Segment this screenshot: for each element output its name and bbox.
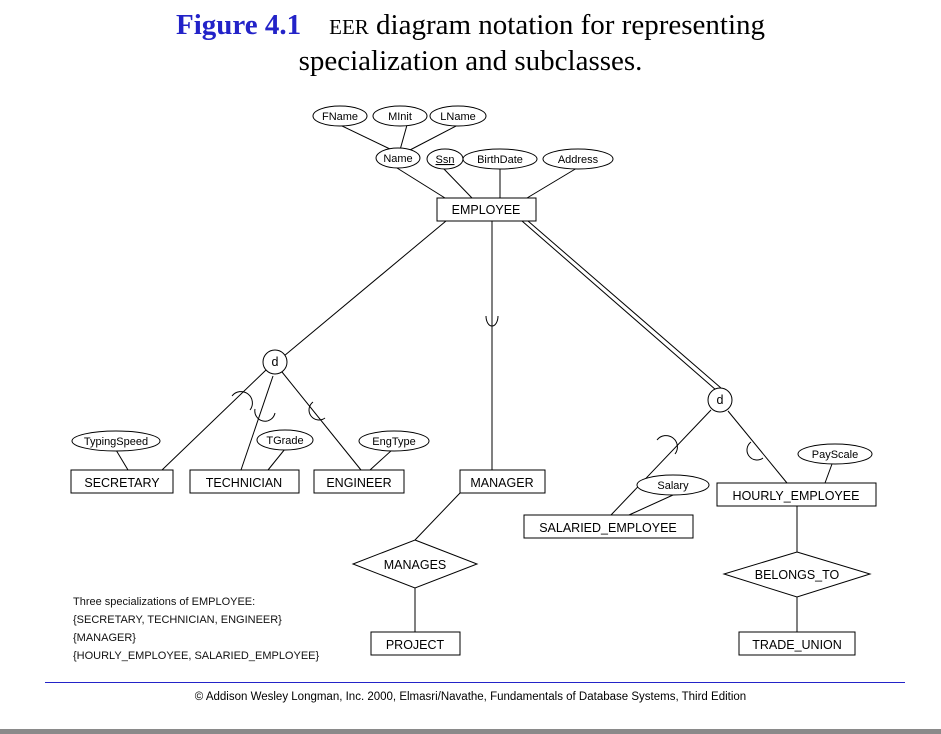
entity-hourly-employee-label: HOURLY_EMPLOYEE (733, 489, 860, 503)
attribute-ssn-label: Ssn (436, 154, 455, 166)
attribute-tgrade (256, 429, 314, 451)
entity-salaried-employee-label: SALARIED_EMPLOYEE (539, 521, 677, 535)
entity-trade-union-box (738, 631, 856, 656)
attribute-tgrade-label: TGrade (266, 435, 303, 447)
entity-hourly-employee-box (716, 482, 877, 507)
title-line-1: Figure 4.1 EER diagram notation for repre… (0, 8, 941, 44)
relationship-belongs-to-label: BELONGS_TO (755, 568, 840, 582)
entity-engineer-label: ENGINEER (326, 476, 391, 490)
attribute-eng-type-label: EngType (372, 436, 415, 448)
entity-secretary-label: SECRETARY (84, 476, 160, 490)
specializations-note: Three specializations of EMPLOYEE: {SECR… (73, 593, 319, 665)
note-line-1: Three specializations of EMPLOYEE: (73, 596, 256, 608)
entity-manager-label: MANAGER (470, 476, 533, 490)
relationship-manages-diamond (351, 539, 479, 589)
entity-technician-label: TECHNICIAN (206, 476, 282, 490)
attribute-lname (429, 105, 487, 127)
entity-secretary-box (70, 469, 174, 494)
attribute-typing-speed (71, 430, 161, 452)
attribute-lname-label: LName (440, 111, 475, 123)
attribute-fname (312, 105, 368, 127)
entity-trade-union-label: TRADE_UNION (752, 638, 842, 652)
attribute-address-label: Address (558, 154, 599, 166)
title-abbr: EER (329, 15, 369, 39)
entity-employee-label: EMPLOYEE (452, 203, 521, 217)
attribute-eng-type (358, 430, 430, 452)
bottom-bar (0, 729, 941, 734)
entity-employee-box (436, 197, 537, 222)
attribute-name-label: Name (383, 153, 412, 165)
note-line-2: {SECRETARY, TECHNICIAN, ENGINEER} (73, 614, 282, 626)
connector-lines (115, 124, 833, 632)
attribute-minit-label: MInit (388, 111, 412, 123)
figure-number: Figure 4.1 (176, 9, 302, 41)
relationship-belongs-to-diamond (722, 551, 872, 598)
entity-engineer-box (313, 469, 405, 494)
attribute-salary-label: Salary (657, 480, 689, 492)
attribute-typing-speed-label: TypingSpeed (84, 436, 148, 448)
relationship-manages-label: MANAGES (384, 558, 447, 572)
entity-project-label: PROJECT (386, 638, 445, 652)
footer-divider (45, 682, 905, 683)
attribute-birthdate (462, 148, 538, 170)
title-line-2: specialization and subclasses. (298, 45, 643, 77)
entity-project-box (370, 631, 461, 656)
specialization-circle-left (262, 349, 288, 375)
attribute-pay-scale-label: PayScale (812, 449, 858, 461)
specialization-circle-right (707, 387, 733, 413)
attribute-birthdate-label: BirthDate (477, 154, 523, 166)
note-line-3: {MANAGER} (73, 632, 136, 644)
specialization-right-label: d (717, 393, 724, 407)
attribute-fname-label: FName (322, 111, 358, 123)
attribute-pay-scale (797, 443, 873, 465)
entity-manager-box (459, 469, 546, 494)
attribute-name (375, 147, 421, 169)
note-line-4: {HOURLY_EMPLOYEE, SALARIED_EMPLOYEE} (73, 650, 320, 662)
entity-salaried-employee-box (523, 514, 694, 539)
specialization-left-label: d (272, 355, 279, 369)
attribute-salary (636, 474, 710, 496)
attribute-address (542, 148, 614, 170)
copyright-footer: © Addison Wesley Longman, Inc. 2000, Elm… (194, 691, 747, 703)
figure-title: Figure 4.1 EER diagram notation for repre… (0, 8, 941, 78)
title-line-1-rest: diagram notation for representing (368, 9, 765, 41)
attribute-minit (372, 105, 428, 127)
entity-technician-box (189, 469, 300, 494)
